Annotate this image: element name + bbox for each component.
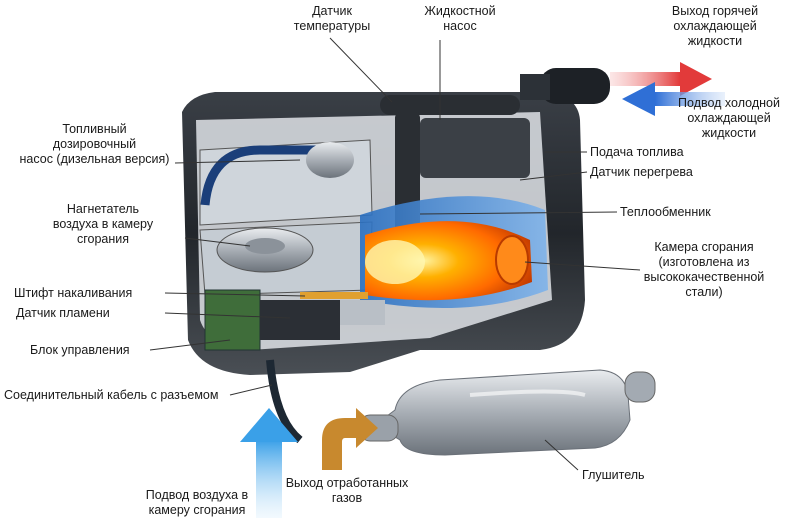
- cold-coolant-arrow: [622, 82, 725, 116]
- label-fuel-supply: Подача топлива: [590, 145, 684, 159]
- control-unit: [204, 289, 385, 351]
- hot-coolant-arrow: [610, 62, 712, 96]
- air-inlet-arrow: [240, 408, 298, 518]
- label-heat-exchanger: Теплообменник: [620, 205, 711, 219]
- muffler: [359, 369, 656, 456]
- glow-pin: [300, 292, 368, 299]
- combustion-chamber: [365, 221, 532, 301]
- label-overheat-sensor: Датчик перегрева: [590, 165, 693, 179]
- label-flame-sensor: Датчик пламени: [16, 306, 110, 320]
- coolant-pump: [380, 68, 610, 232]
- label-cable: Соединительный кабель с разъемом: [4, 388, 219, 402]
- fuel-pump: [200, 142, 354, 206]
- label-glow-pin: Штифт накаливания: [14, 286, 133, 300]
- label-control-unit: Блок управления: [30, 343, 130, 357]
- exhaust-arrow: [322, 408, 378, 470]
- label-muffler: Глушитель: [582, 468, 645, 482]
- leader-lines: [149, 37, 641, 471]
- blower: [216, 227, 314, 273]
- cable: [266, 359, 303, 444]
